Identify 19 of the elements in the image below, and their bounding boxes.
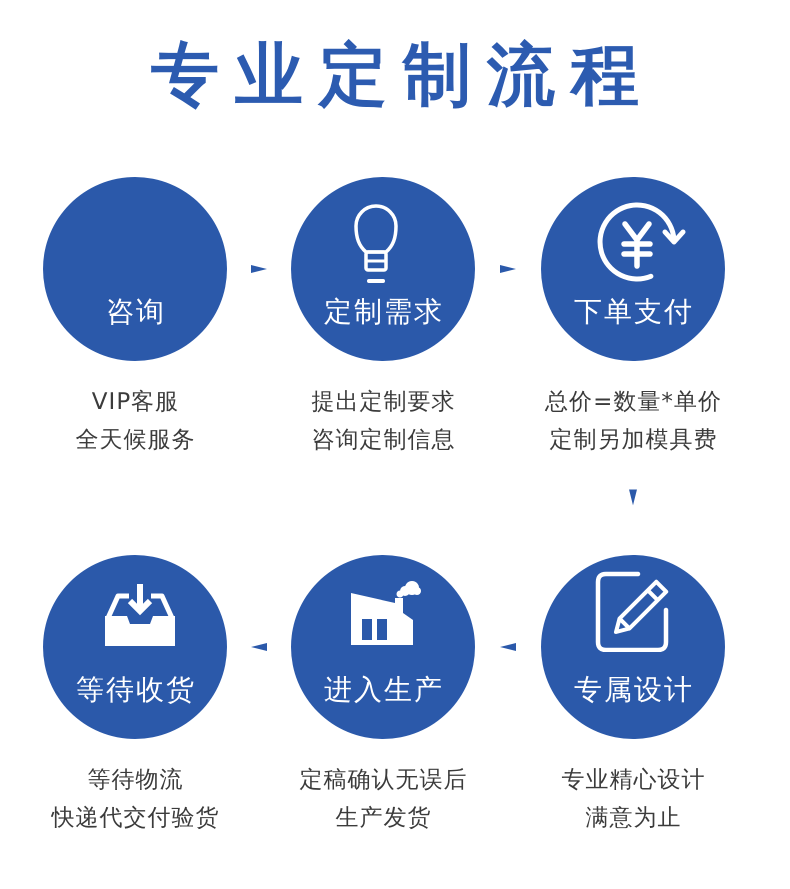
step-description: 定稿确认无误后 [298, 766, 468, 795]
step-description: 全天候服务 [74, 426, 196, 455]
step-description: 满意为止 [584, 804, 682, 833]
step-title: 专属设计 [573, 673, 694, 707]
step-description: VIP客服 [90, 388, 180, 417]
step-description: 定制另加模具费 [548, 426, 718, 455]
page-title: 专业定制流程 [150, 36, 655, 116]
step-description: 提出定制要求 [310, 388, 456, 417]
step-description: 专业精心设计 [560, 766, 706, 795]
step-description: 等待物流 [86, 766, 184, 795]
step-title: 定制需求 [323, 295, 444, 329]
step-title: 等待收货 [75, 673, 196, 707]
step-title: 下单支付 [573, 295, 694, 329]
step-title: 咨询 [105, 295, 166, 329]
step-description: 咨询定制信息 [310, 426, 456, 455]
step-description: 生产发货 [334, 804, 432, 833]
step-description: 快递代交付验货 [50, 804, 220, 833]
step-title: 进入生产 [323, 673, 444, 707]
step-description: 总价=数量*单价 [544, 388, 722, 417]
